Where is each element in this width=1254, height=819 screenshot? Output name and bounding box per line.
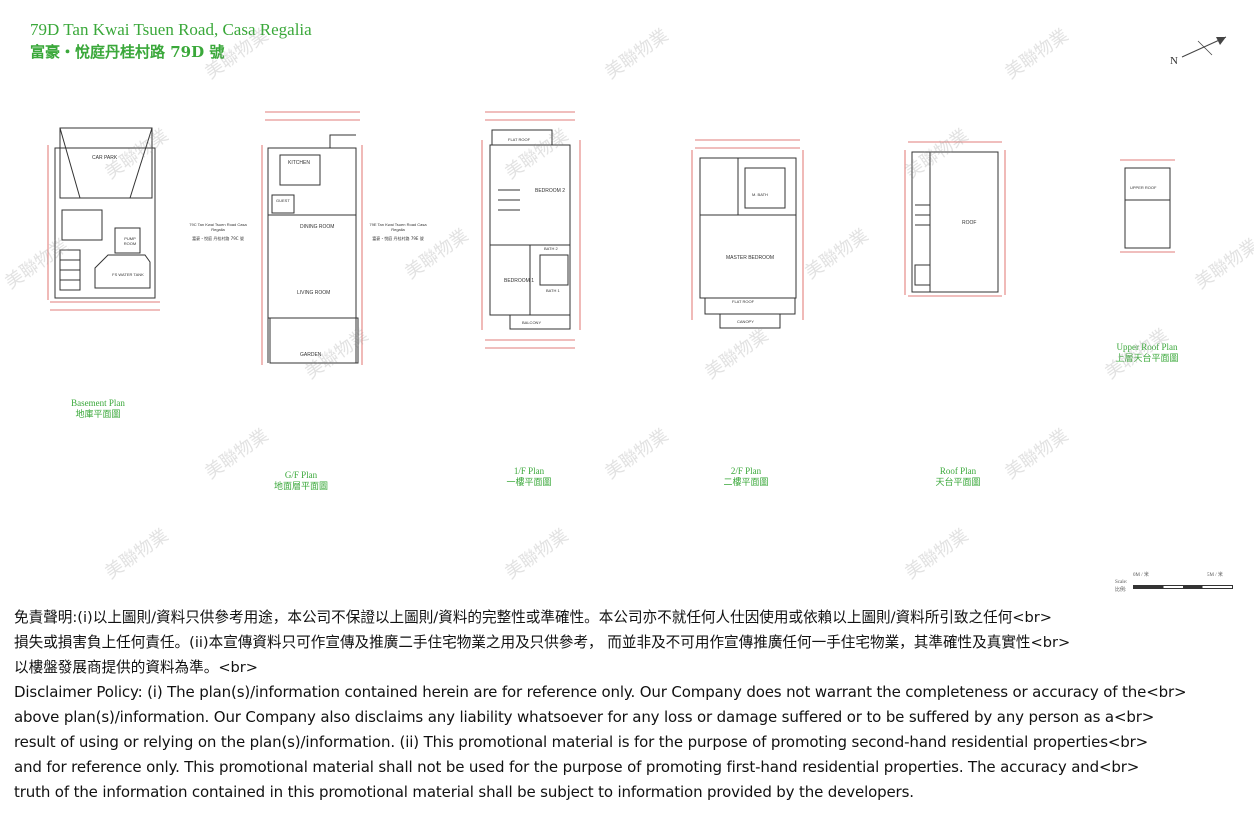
- scale-bar: 0M / 米 5M / 米 Scale: 比例:: [1113, 571, 1233, 595]
- plan-label-en: 1/F Plan: [513, 466, 545, 476]
- plan-label-zh: 地庫平面圖: [75, 409, 121, 419]
- plan-label-en: Upper Roof Plan: [1116, 342, 1178, 352]
- roof-plan-drawing: [911, 151, 999, 293]
- plan-label-en: Roof Plan: [939, 466, 977, 476]
- upper-roof-plan-drawing: [1124, 167, 1171, 249]
- plan-label-zh: 地面層平面圖: [273, 481, 328, 491]
- room-label-upper-roof: UPPER ROOF: [1130, 185, 1157, 190]
- room-label-bedroom-2: BEDROOM 2: [535, 188, 566, 194]
- plan-label-zh: 二樓平面圖: [723, 477, 769, 487]
- room-label-bedroom-1: BEDROOM 1: [504, 278, 535, 284]
- floor-plan-drawings: [47, 111, 1175, 365]
- scale-label-en: Scale:: [1115, 580, 1128, 585]
- plan-label-zh: 天台平面圖: [935, 477, 981, 487]
- disclaimer: 免責聲明:(i)以上圖則/資料只供參考用途，本公司不保證以上圖則/資料的完整性或…: [14, 605, 1246, 805]
- scale-bar-graphic: [1133, 585, 1233, 589]
- room-label-master-bedroom: MASTER BEDROOM: [726, 255, 775, 261]
- plan-label-upper-roof: Upper Roof Plan 上層天台平面圖: [1102, 342, 1192, 364]
- property-title-en: 79D Tan Kwai Tsuen Road, Casa Regalia: [30, 20, 312, 39]
- plan-label-roof: Roof Plan 天台平面圖: [913, 466, 1003, 488]
- room-label-bath-2: BATH 2: [544, 246, 558, 251]
- scale-left-label: 0M / 米: [1133, 573, 1149, 578]
- plan-label-en: Basement Plan: [71, 398, 125, 408]
- floor-plan-sheet: 79D Tan Kwai Tsuen Road, Casa Regalia 富豪…: [1, 20, 1254, 595]
- room-label-guest: GUEST: [276, 198, 290, 203]
- plan-label-ground-floor: G/F Plan 地面層平面圖: [256, 470, 346, 492]
- disclaimer-zh-line: 損失或損害負上任何責任。(ii)本宣傳資料只可作宣傳及推廣二手住宅物業之用及只供…: [14, 634, 1071, 651]
- disclaimer-en-line: result of using or relying on the plan(s…: [14, 733, 1149, 751]
- room-label-flat-roof-2f: FLAT ROOF: [732, 299, 755, 304]
- disclaimer-en-line: Disclaimer Policy: (i) The plan(s)/infor…: [14, 683, 1187, 701]
- room-label-fs-water-tank: FS WATER TANK: [112, 272, 144, 277]
- north-arrow: N: [1168, 33, 1232, 73]
- plan-label-basement: Basement Plan 地庫平面圖: [53, 398, 143, 420]
- plan-label-second-floor: 2/F Plan 二樓平面圖: [701, 466, 791, 488]
- room-label-pump-room: PUMP ROOM: [123, 236, 137, 246]
- room-label-flat-roof-1f: FLAT ROOF: [508, 137, 531, 142]
- room-label-kitchen: KITCHEN: [288, 160, 310, 166]
- scale-label-zh: 比例:: [1115, 588, 1127, 593]
- plan-label-en: G/F Plan: [284, 470, 318, 480]
- disclaimer-zh-line: 以樓盤發展商提供的資料為準。<br>: [14, 659, 259, 676]
- room-label-living-room: LIVING ROOM: [297, 290, 331, 296]
- disclaimer-en-line: truth of the information contained in th…: [14, 783, 914, 801]
- plan-label-zh: 上層天台平面圖: [1115, 353, 1179, 363]
- basement-plan-drawing: [54, 127, 156, 299]
- room-label-dining-room: DINING ROOM: [300, 224, 335, 230]
- room-label-m-bath: M. BATH: [752, 192, 768, 197]
- gf-plan-drawing: [267, 134, 359, 364]
- room-label-balcony: BALCONY: [522, 320, 542, 325]
- room-label-bath-1: BATH 1: [546, 288, 560, 293]
- room-label-garden: GARDEN: [300, 352, 322, 358]
- disclaimer-zh-line: 免責聲明:(i)以上圖則/資料只供參考用途，本公司不保證以上圖則/資料的完整性或…: [14, 609, 1053, 626]
- room-label-canopy: CANOPY: [737, 319, 754, 324]
- compass-icon: [1181, 36, 1227, 58]
- room-label-car-park: CAR PARK: [92, 155, 118, 161]
- plan-label-zh: 一樓平面圖: [506, 477, 552, 487]
- disclaimer-en-line: and for reference only. This promotional…: [14, 758, 1140, 776]
- neighbor-79e-label-en: 79E Tan Kwai Tsuen Road Casa Regalia: [369, 222, 427, 232]
- property-title-zh: 富豪・悅庭丹桂村路 79D 號: [30, 43, 225, 61]
- first-floor-plan-drawing: [489, 129, 571, 330]
- scale-right-label: 5M / 米: [1207, 573, 1223, 578]
- plan-label-first-floor: 1/F Plan 一樓平面圖: [484, 466, 574, 488]
- second-floor-plan-drawing: [699, 157, 797, 329]
- north-label: N: [1170, 55, 1178, 67]
- neighbor-79c-label-en: 79C Tan Kwai Tsuen Road Casa Regalia: [189, 222, 247, 232]
- plan-label-en: 2/F Plan: [730, 466, 762, 476]
- neighbor-79c-label-zh: 富豪・悅庭 丹桂村路 79C 號: [192, 236, 244, 241]
- neighbor-79e-label-zh: 富豪・悅庭 丹桂村路 79E 號: [372, 236, 424, 241]
- room-label-roof: ROOF: [962, 220, 977, 226]
- disclaimer-en-line: above plan(s)/information. Our Company a…: [14, 708, 1155, 726]
